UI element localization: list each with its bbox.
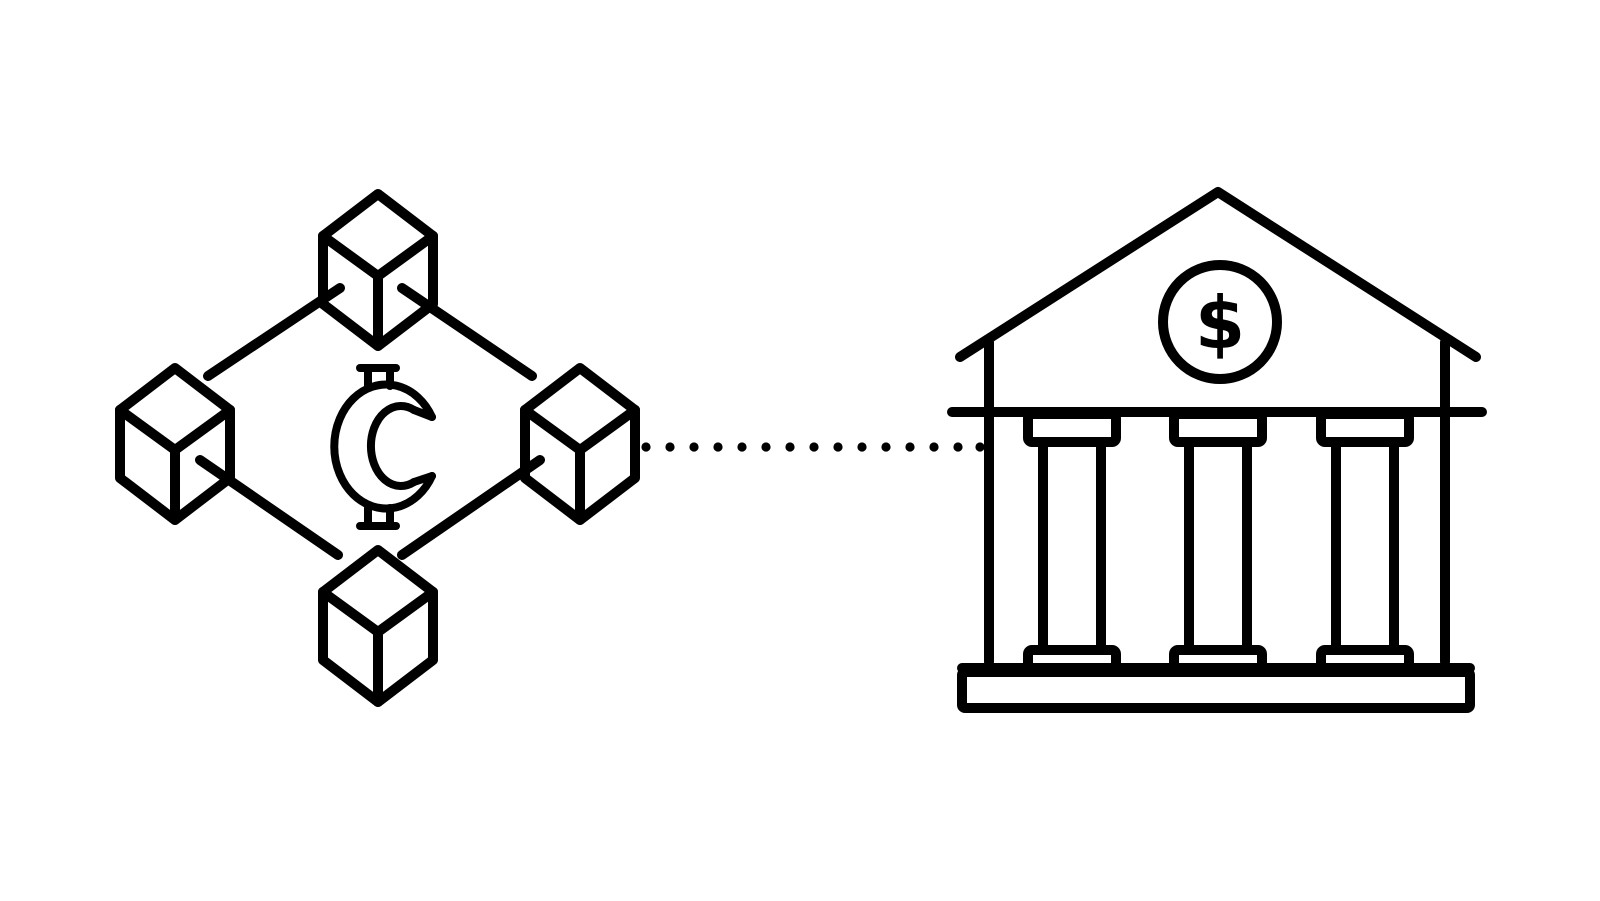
bank-roof [955, 187, 1481, 362]
block-cube-left [115, 363, 235, 525]
dollar-sign-label: $ [1195, 281, 1245, 365]
link-right-bottom [397, 455, 545, 560]
bank-base [957, 667, 1475, 713]
block-cube-right [520, 363, 640, 525]
blockchain-network-icon [115, 189, 640, 707]
bank-building-icon: $ [947, 187, 1487, 713]
dotted-connection-line [641, 442, 985, 452]
link-bottom-left [195, 455, 343, 560]
dollar-coin-icon: $ [1158, 260, 1282, 384]
block-cube-top [318, 189, 438, 351]
link-top-right [397, 283, 537, 381]
block-cube-bottom [318, 545, 438, 707]
cryptocurrency-coin-icon [330, 364, 436, 530]
